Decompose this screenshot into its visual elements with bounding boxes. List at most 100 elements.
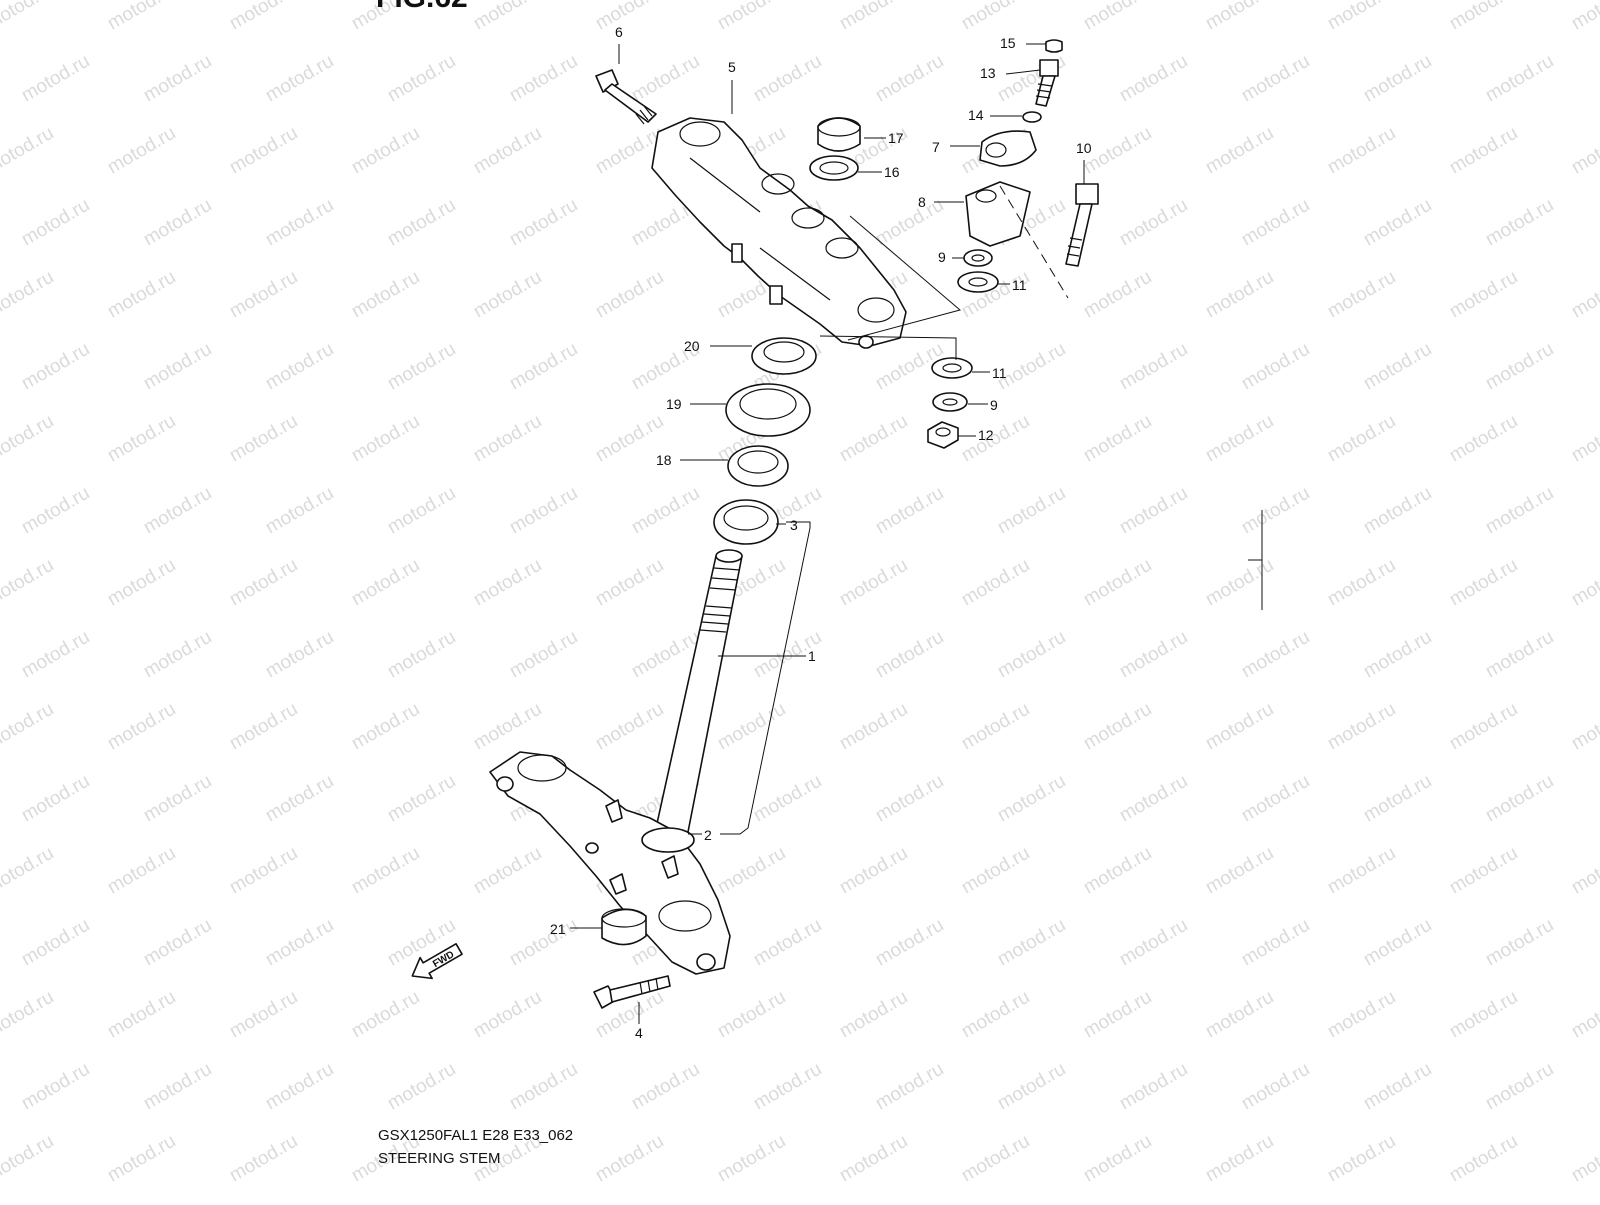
- watermark-text: motod.ru: [872, 627, 947, 683]
- watermark-text: motod.ru: [1324, 267, 1399, 323]
- watermark-text: motod.ru: [104, 699, 179, 755]
- watermark-text: motod.ru: [1324, 987, 1399, 1043]
- watermark-text: motod.ru: [592, 267, 667, 323]
- watermark-text: motod.ru: [1238, 51, 1313, 107]
- watermark-text: motod.ru: [994, 915, 1069, 971]
- handlebar-holder-upper: [979, 130, 1037, 167]
- watermark-text: motod.ru: [262, 483, 337, 539]
- watermark-text: motod.ru: [714, 987, 789, 1043]
- watermark-text: motod.ru: [104, 843, 179, 899]
- watermark-text: motod.ru: [18, 483, 93, 539]
- watermark-text: motod.ru: [836, 411, 911, 467]
- watermark-text: motod.ru: [1080, 1131, 1155, 1187]
- watermark-text: motod.ru: [1238, 339, 1313, 395]
- watermark-text: motod.ru: [1568, 843, 1600, 899]
- watermark-text: motod.ru: [872, 195, 947, 251]
- watermark-text: motod.ru: [1324, 699, 1399, 755]
- watermark-text: motod.ru: [1360, 771, 1435, 827]
- watermark-text: motod.ru: [0, 1131, 57, 1187]
- watermark-text: motod.ru: [384, 627, 459, 683]
- watermark-text: motod.ru: [226, 1131, 301, 1187]
- watermark-text: motod.ru: [1360, 339, 1435, 395]
- callout-number: 9: [990, 397, 998, 413]
- watermark-text: motod.ru: [1482, 915, 1557, 971]
- watermark-text: motod.ru: [994, 771, 1069, 827]
- watermark-text: motod.ru: [1238, 771, 1313, 827]
- watermark-text: motod.ru: [1482, 1059, 1557, 1115]
- callout-number: 3: [790, 517, 798, 533]
- watermark-text: motod.ru: [1568, 411, 1600, 467]
- watermark-text: motod.ru: [348, 123, 423, 179]
- watermark-text: motod.ru: [836, 843, 911, 899]
- lower-bearing: [713, 499, 779, 545]
- watermark-text: motod.ru: [1324, 123, 1399, 179]
- dust-seal: [725, 383, 811, 437]
- callout-number: 20: [684, 338, 700, 354]
- watermark-text: motod.ru: [714, 1131, 789, 1187]
- watermark-text: motod.ru: [18, 915, 93, 971]
- watermark-text: motod.ru: [1482, 51, 1557, 107]
- watermark-text: motod.ru: [348, 843, 423, 899]
- watermark-text: motod.ru: [1568, 987, 1600, 1043]
- callout-number: 2: [704, 827, 712, 843]
- callout-number: 7: [932, 139, 940, 155]
- watermark-text: motod.ru: [1568, 123, 1600, 179]
- callout-number: 12: [978, 427, 994, 443]
- watermark-text: motod.ru: [1568, 699, 1600, 755]
- watermark-text: motod.ru: [470, 411, 545, 467]
- watermark-text: motod.ru: [226, 987, 301, 1043]
- watermark-text: motod.ru: [1446, 123, 1521, 179]
- lower-bolt: [593, 975, 671, 1009]
- watermark-text: motod.ru: [1446, 987, 1521, 1043]
- watermark-text: motod.ru: [262, 339, 337, 395]
- watermark-text: motod.ru: [994, 1059, 1069, 1115]
- watermark-text: motod.ru: [714, 0, 789, 34]
- watermark-text: motod.ru: [592, 555, 667, 611]
- watermark-text: motod.ru: [1238, 627, 1313, 683]
- watermark-text: motod.ru: [348, 411, 423, 467]
- callout-number: 21: [550, 921, 566, 937]
- nut-12: [927, 421, 959, 449]
- callout-number: 17: [888, 130, 904, 146]
- watermark-text: motod.ru: [958, 987, 1033, 1043]
- watermark-text: motod.ru: [1482, 483, 1557, 539]
- watermark-text: motod.ru: [0, 123, 57, 179]
- watermark-text: motod.ru: [384, 1059, 459, 1115]
- pinch-bolt: [595, 69, 657, 125]
- watermark-text: motod.ru: [226, 411, 301, 467]
- watermark-text: motod.ru: [262, 627, 337, 683]
- watermark-text: motod.ru: [958, 843, 1033, 899]
- watermark-text: motod.ru: [262, 195, 337, 251]
- watermark-text: motod.ru: [1080, 555, 1155, 611]
- long-bolt: [1065, 183, 1099, 267]
- watermark-text: motod.ru: [750, 915, 825, 971]
- watermark-text: motod.ru: [1324, 555, 1399, 611]
- callout-number: 10: [1076, 140, 1092, 156]
- lower-cap: [601, 908, 647, 946]
- watermark-text: motod.ru: [262, 771, 337, 827]
- watermark-text: motod.ru: [1202, 1131, 1277, 1187]
- watermark-text: motod.ru: [1238, 195, 1313, 251]
- stem-nut: [751, 337, 817, 375]
- watermark-text: motod.ru: [1324, 1131, 1399, 1187]
- watermark-text: motod.ru: [0, 0, 57, 34]
- watermark-text: motod.ru: [1202, 411, 1277, 467]
- callout-number: 4: [635, 1025, 643, 1041]
- watermark-text: motod.ru: [0, 555, 57, 611]
- watermark-text: motod.ru: [1080, 411, 1155, 467]
- holder-bolt: [1035, 59, 1059, 107]
- watermark-text: motod.ru: [592, 1131, 667, 1187]
- watermark-text: motod.ru: [470, 699, 545, 755]
- watermark-text: motod.ru: [348, 555, 423, 611]
- watermark-text: motod.ru: [1568, 0, 1600, 34]
- watermark-text: motod.ru: [1324, 411, 1399, 467]
- watermark-text: motod.ru: [384, 771, 459, 827]
- watermark-text: motod.ru: [140, 51, 215, 107]
- watermark-text: motod.ru: [872, 483, 947, 539]
- callout-number: 8: [918, 194, 926, 210]
- callout-number: 6: [615, 24, 623, 40]
- watermark-text: motod.ru: [506, 195, 581, 251]
- watermark-text: motod.ru: [0, 987, 57, 1043]
